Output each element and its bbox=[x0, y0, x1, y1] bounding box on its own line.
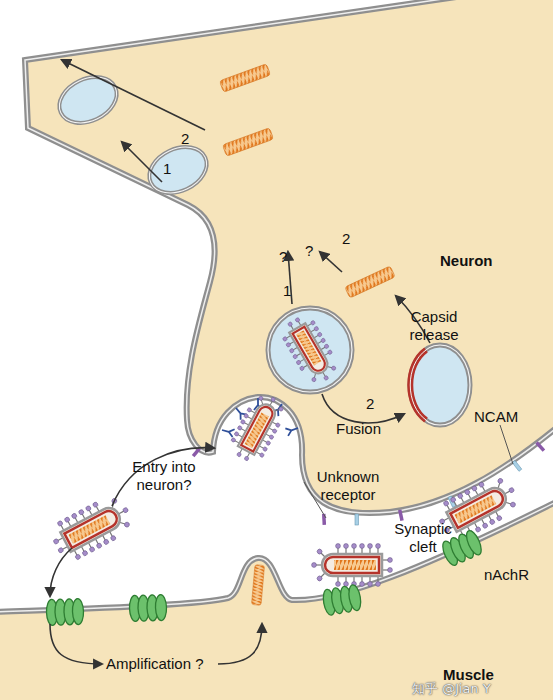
callout-number: 1 bbox=[283, 282, 291, 300]
question-mark: ? bbox=[305, 242, 313, 260]
pathway-arrows bbox=[122, 142, 162, 182]
endosome-with-virus bbox=[268, 308, 352, 392]
pathway-arrows bbox=[218, 624, 262, 664]
molecule-label: Unknown receptor bbox=[300, 468, 396, 504]
callout-number: 2 bbox=[366, 395, 374, 413]
endosome-with-virus bbox=[277, 311, 343, 389]
callout-number: 2 bbox=[342, 230, 350, 248]
receptors bbox=[512, 460, 522, 471]
region-label: Synaptic cleft bbox=[386, 520, 460, 556]
virions bbox=[312, 544, 393, 587]
axon-vesicles bbox=[52, 68, 214, 201]
axon-vesicles bbox=[52, 68, 124, 131]
question-mark: ? bbox=[279, 248, 287, 266]
nachr-receptors bbox=[322, 584, 363, 616]
virions bbox=[226, 389, 290, 467]
axon-vesicles bbox=[142, 138, 214, 201]
axon-vesicles bbox=[142, 138, 214, 201]
virions bbox=[46, 389, 523, 586]
receptors bbox=[285, 424, 299, 436]
nucleocapsids bbox=[251, 565, 264, 606]
nachr-receptors bbox=[46, 598, 84, 625]
molecule-label: NCAM bbox=[474, 408, 518, 426]
region-title: Neuron bbox=[440, 252, 493, 270]
receptors bbox=[398, 509, 404, 520]
endosome-with-virus bbox=[268, 308, 352, 392]
virions bbox=[46, 490, 137, 566]
pathway-arrows bbox=[50, 60, 430, 664]
receptors bbox=[221, 426, 235, 437]
callout-number: 1 bbox=[163, 160, 171, 178]
endosome-with-virus bbox=[268, 308, 352, 392]
fusing-vesicle bbox=[410, 350, 426, 420]
process-label: Entry into neuron? bbox=[112, 458, 216, 494]
fusing-vesicle bbox=[410, 345, 470, 425]
nucleocapsids bbox=[222, 128, 273, 156]
fusing-vesicle bbox=[410, 345, 470, 425]
pathway-arrows bbox=[50, 548, 72, 596]
pathway-arrows bbox=[322, 394, 404, 423]
nachr-receptors bbox=[129, 594, 167, 621]
pathway-arrows bbox=[320, 252, 342, 272]
molecule-label: nAchR bbox=[484, 566, 529, 584]
nucleocapsids bbox=[219, 64, 270, 92]
pathway-arrows bbox=[62, 60, 205, 130]
neuron-outline bbox=[25, 0, 553, 513]
callout-number: 2 bbox=[181, 130, 189, 148]
leader-lines bbox=[500, 425, 513, 464]
process-label: Amplification ? bbox=[106, 655, 204, 673]
process-label: Capsid release bbox=[396, 308, 472, 344]
axon-vesicles bbox=[52, 68, 124, 131]
watermark: 知乎 @Jian Y bbox=[412, 680, 491, 698]
receptors bbox=[355, 514, 359, 525]
pathway-arrows bbox=[50, 624, 102, 664]
nucleocapsids bbox=[345, 266, 395, 298]
process-label: Fusion bbox=[336, 420, 381, 438]
neuron-outline bbox=[25, 0, 553, 513]
fusing-vesicle bbox=[410, 350, 426, 420]
fusing-vesicle bbox=[410, 345, 470, 425]
nucleocapsids bbox=[219, 64, 395, 606]
receptors bbox=[535, 441, 545, 452]
